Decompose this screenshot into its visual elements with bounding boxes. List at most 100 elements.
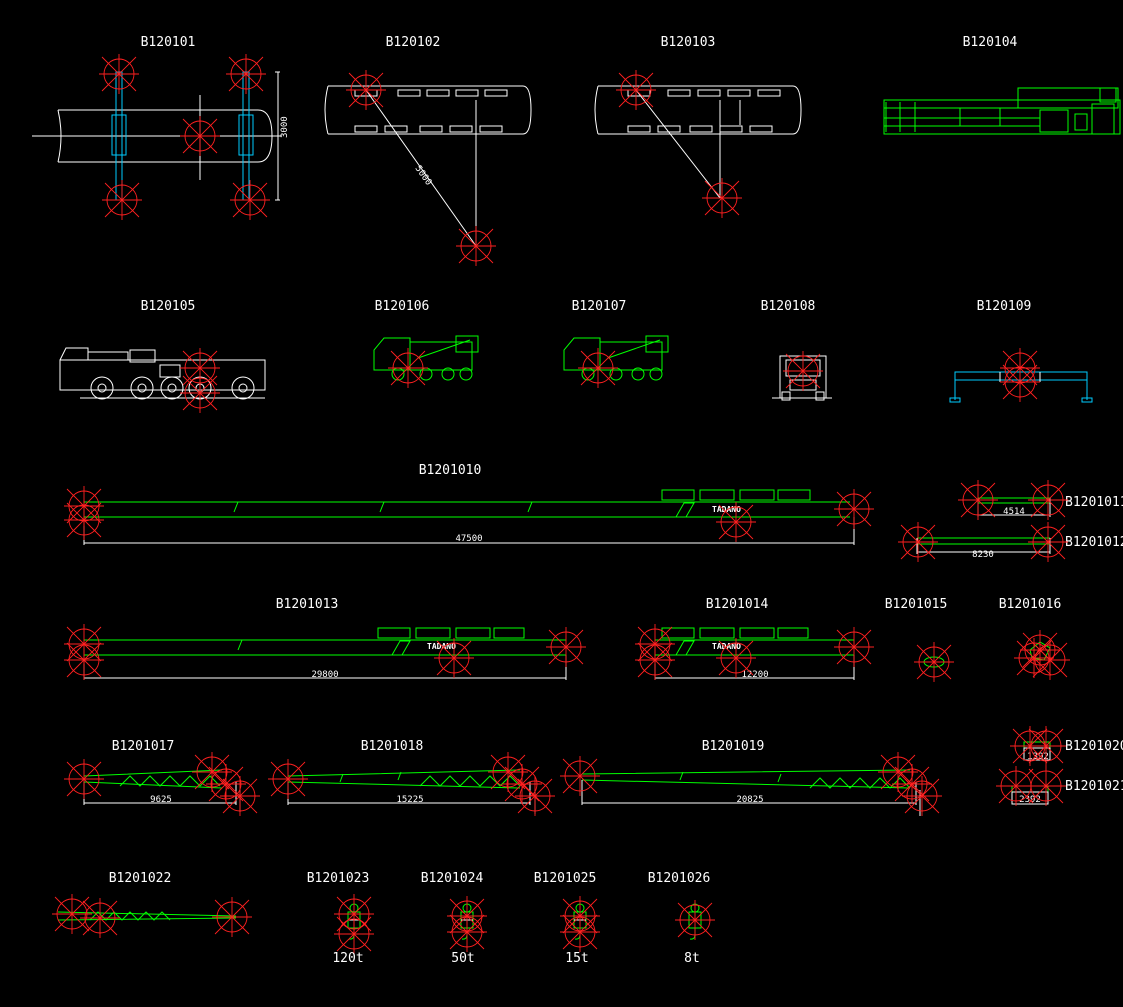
pin-marker: [833, 488, 875, 530]
lattice-jib: [287, 769, 521, 789]
block-b120106[interactable]: B120106: [373, 299, 479, 389]
pin-marker: [1027, 521, 1069, 563]
pin-marker: [901, 775, 943, 817]
outrigger-beam-front: [949, 371, 1093, 403]
jib-segment: [916, 537, 1051, 554]
block-b1201012[interactable]: B1201012 8230: [897, 521, 1123, 563]
block-b1201010[interactable]: B1201010 TADANO 47500: [63, 463, 875, 545]
block-b1201022[interactable]: B1201022: [51, 871, 253, 939]
length-dimension: 12200: [741, 670, 768, 680]
block-b1201024[interactable]: B1201024 50t: [421, 871, 488, 966]
slew-center-marker: [615, 69, 657, 111]
pin-marker: [514, 775, 556, 817]
block-label: B1201018: [361, 739, 424, 754]
block-label: B120101: [141, 35, 196, 50]
block-label: B120103: [661, 35, 716, 50]
lattice-jib: [83, 769, 223, 789]
center-marker: [913, 641, 955, 683]
block-b1201023[interactable]: B1201023 120t: [307, 871, 375, 966]
block-b1201019[interactable]: B1201019 20825: [559, 739, 943, 817]
weight-label: 15t: [565, 951, 588, 966]
block-b120102[interactable]: B120102 5000: [324, 35, 532, 267]
pin-marker: [1025, 725, 1067, 767]
block-label: B120105: [141, 299, 196, 314]
block-b120104[interactable]: B120104: [883, 35, 1121, 135]
block-b1201015[interactable]: B1201015: [885, 597, 955, 683]
length-dimension: 4514: [1003, 507, 1025, 517]
block-b1201021[interactable]: B1201021 2392: [995, 765, 1123, 807]
block-label: B1201022: [109, 871, 172, 886]
pin-marker: [891, 763, 933, 805]
block-label: B1201014: [706, 597, 769, 612]
cg-marker: [433, 637, 475, 679]
block-label: B1201021: [1065, 779, 1123, 794]
block-b120107[interactable]: B120107: [563, 299, 669, 389]
center-marker: [446, 911, 488, 953]
brand-text: TADANO: [712, 505, 741, 514]
pin-marker: [634, 639, 676, 681]
carrier-side-view: [59, 347, 266, 400]
block-b1201016[interactable]: B1201016: [999, 597, 1071, 681]
block-b1201026[interactable]: B1201026 8t: [648, 871, 716, 966]
boom-partial: [84, 627, 566, 656]
weight-label: 8t: [684, 951, 700, 966]
pin-marker: [63, 499, 105, 541]
length-dimension: 1392: [1027, 752, 1049, 762]
center-marker: [179, 372, 221, 414]
center-marker: [782, 350, 824, 392]
pin-marker: [79, 897, 121, 939]
lift-point-marker: [701, 177, 743, 219]
outrigger-marker: [98, 53, 140, 95]
block-b1201025[interactable]: B1201025 15t: [534, 871, 601, 966]
block-label: B120104: [963, 35, 1018, 50]
outrigger-marker: [101, 179, 143, 221]
crane-side-view: [373, 335, 479, 381]
cg-marker: [715, 501, 757, 543]
dimension-line: [581, 780, 921, 816]
block-b1201018[interactable]: B1201018 15225: [267, 739, 556, 817]
carrier-plan: [324, 85, 532, 247]
block-label: B1201015: [885, 597, 948, 612]
center-marker: [1029, 639, 1071, 681]
block-label: B1201019: [702, 739, 765, 754]
length-dimension: 47500: [455, 534, 482, 544]
lift-point-marker: [455, 225, 497, 267]
block-b1201014[interactable]: B1201014 TADANO 12200: [634, 597, 875, 681]
block-label: B1201016: [999, 597, 1062, 612]
length-dimension: 15225: [396, 795, 423, 805]
pin-marker: [63, 639, 105, 681]
length-dimension: 8230: [972, 550, 994, 560]
lattice-jib: [581, 769, 911, 789]
center-marker: [999, 361, 1041, 403]
length-dimension: 9625: [150, 795, 172, 805]
block-b120101[interactable]: B120101 3000: [32, 35, 290, 221]
pin-marker: [559, 755, 601, 797]
weight-label: 120t: [332, 951, 363, 966]
block-b1201020[interactable]: B1201020 1392: [1009, 725, 1123, 767]
block-b120105[interactable]: B120105: [59, 299, 266, 414]
pin-marker: [545, 626, 587, 668]
pin-marker: [267, 758, 309, 800]
block-b1201013[interactable]: B1201013 TADANO 29800: [63, 597, 587, 681]
pin-marker: [897, 521, 939, 563]
block-label: B120109: [977, 299, 1032, 314]
block-label: B1201013: [276, 597, 339, 612]
block-b120103[interactable]: B120103: [594, 35, 802, 219]
block-label: B1201024: [421, 871, 484, 886]
block-b1201011[interactable]: B1201011 4514: [957, 479, 1123, 521]
radius-dimension: 5000: [413, 164, 434, 188]
block-b120109[interactable]: B120109: [949, 299, 1093, 403]
lattice-jib-short: [57, 911, 237, 921]
center-marker: [179, 115, 221, 157]
pin-marker: [957, 479, 999, 521]
block-label: B1201011: [1065, 495, 1123, 510]
block-b1201017[interactable]: B1201017 9625: [63, 739, 261, 817]
pin-marker: [211, 896, 253, 938]
center-marker: [674, 899, 716, 941]
block-b120108[interactable]: B120108: [761, 299, 832, 401]
pin-marker: [501, 763, 543, 805]
crane-top-view: [883, 87, 1121, 135]
center-marker: [387, 347, 429, 389]
cg-marker: [715, 637, 757, 679]
